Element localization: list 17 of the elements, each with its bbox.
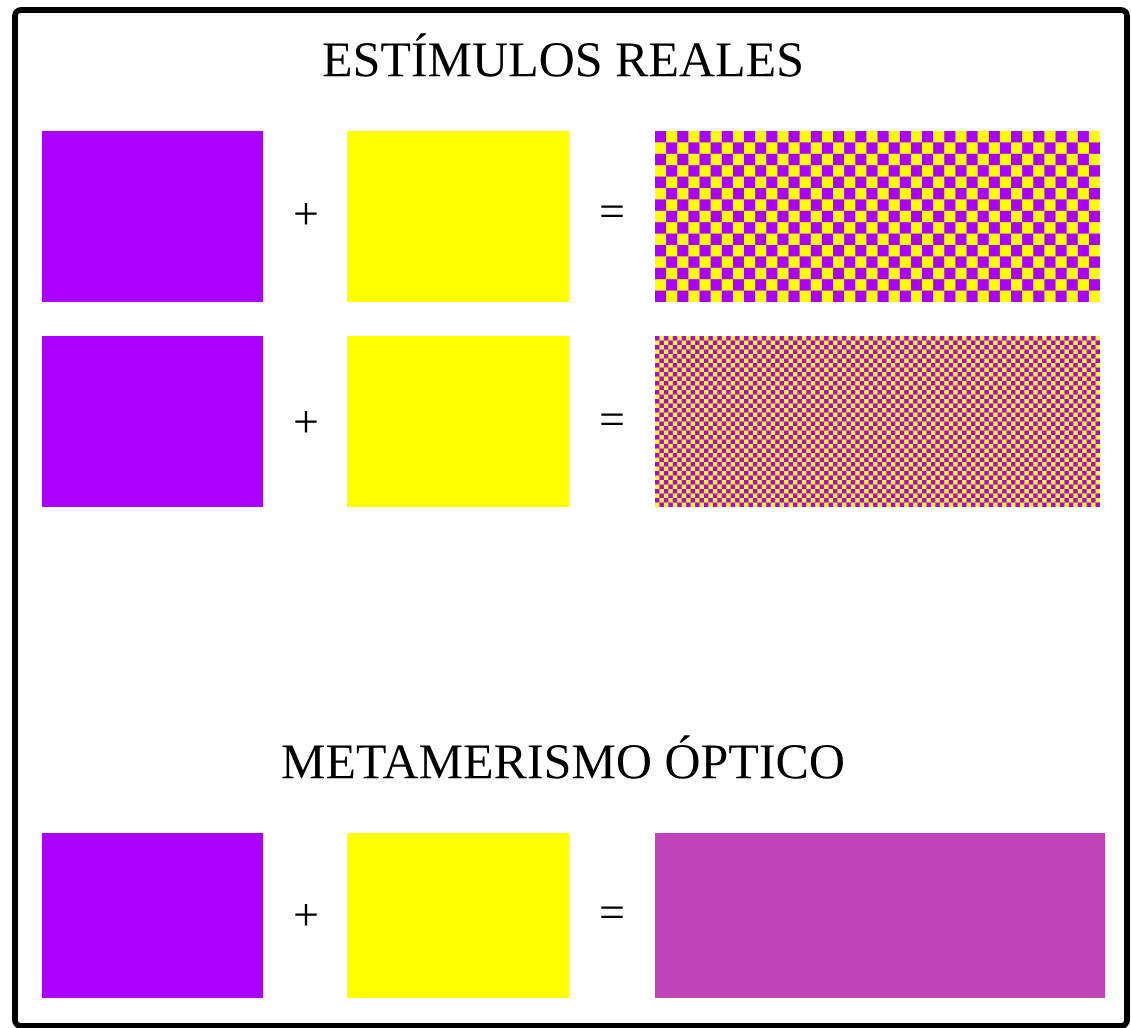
color-square: [42, 131, 263, 302]
color-square: [655, 833, 1105, 998]
operator-sign: +: [295, 203, 317, 225]
color-square: [347, 131, 569, 302]
color-square: [347, 336, 569, 507]
heading: METAMERISMO ÓPTICO: [282, 735, 843, 779]
heading: ESTÍMULOS REALES: [323, 33, 801, 77]
operator-sign: +: [295, 904, 317, 926]
color-square: [347, 833, 569, 998]
checkerboard-pattern: [655, 131, 1100, 302]
checkerboard-pattern: [655, 336, 1100, 507]
operator-sign: +: [295, 411, 317, 433]
color-square: [42, 336, 263, 507]
color-square: [42, 833, 263, 998]
operator-sign: =: [601, 906, 623, 918]
operator-sign: =: [601, 205, 623, 217]
operator-sign: =: [601, 413, 623, 425]
